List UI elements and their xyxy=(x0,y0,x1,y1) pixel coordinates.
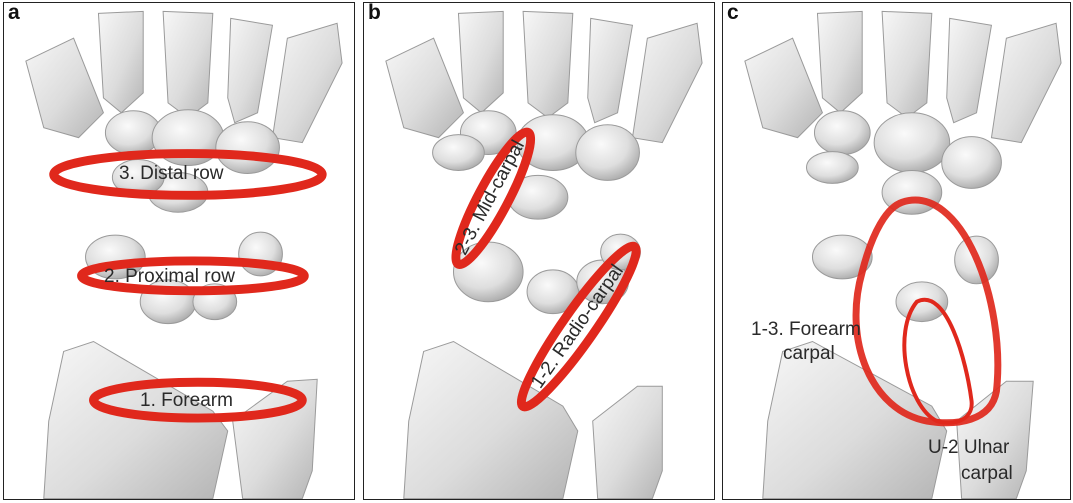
label-proximal-row: 2. Proximal row xyxy=(104,266,235,288)
panel-b: b 2-3. Mid-carpal 1-2. Radio-carpal xyxy=(363,2,715,500)
panel-letter-a: a xyxy=(8,2,20,25)
panel-a: a 3. Distal row 2. Proximal row 1. Forea… xyxy=(3,2,355,500)
label-forearm-carpal-line1: 1-3. Forearm xyxy=(751,319,861,341)
label-ulnar-carpal-line2: carpal xyxy=(961,463,1013,485)
label-distal-row: 3. Distal row xyxy=(119,163,224,185)
panel-letter-b: b xyxy=(368,2,381,25)
distal-row-bones xyxy=(433,111,640,219)
panel-a-illustration xyxy=(4,3,354,499)
panel-c-illustration xyxy=(723,3,1070,499)
label-ulnar-carpal-line1: U-2 Ulnar xyxy=(928,437,1009,459)
panel-letter-c: c xyxy=(727,2,739,25)
panel-c: c 1-3. Forearm carpal U-2 Ulnar carpal xyxy=(722,2,1071,500)
label-forearm: 1. Forearm xyxy=(140,390,233,412)
panel-b-illustration xyxy=(364,3,714,499)
label-forearm-carpal-line2: carpal xyxy=(783,343,835,365)
